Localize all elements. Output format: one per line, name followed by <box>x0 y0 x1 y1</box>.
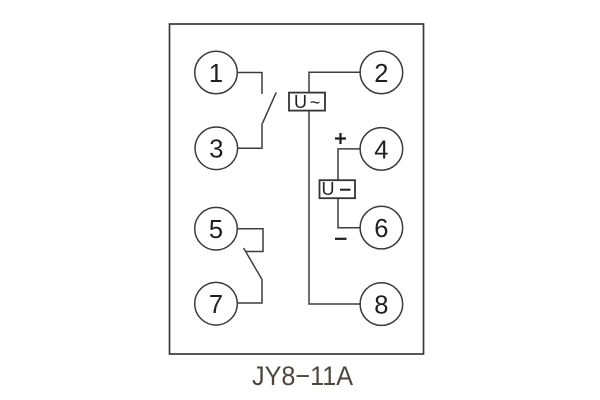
svg-text:7: 7 <box>209 291 223 319</box>
svg-text:5: 5 <box>209 216 223 244</box>
svg-text:~: ~ <box>310 92 321 112</box>
svg-text:4: 4 <box>374 136 388 164</box>
svg-text:6: 6 <box>374 215 388 243</box>
svg-text:JY8−11A: JY8−11A <box>252 361 353 391</box>
svg-text:2: 2 <box>374 60 388 88</box>
svg-text:1: 1 <box>209 60 223 88</box>
svg-text:U: U <box>322 179 335 199</box>
svg-text:U: U <box>294 92 307 112</box>
svg-text:8: 8 <box>374 292 388 320</box>
svg-text:3: 3 <box>209 136 223 164</box>
